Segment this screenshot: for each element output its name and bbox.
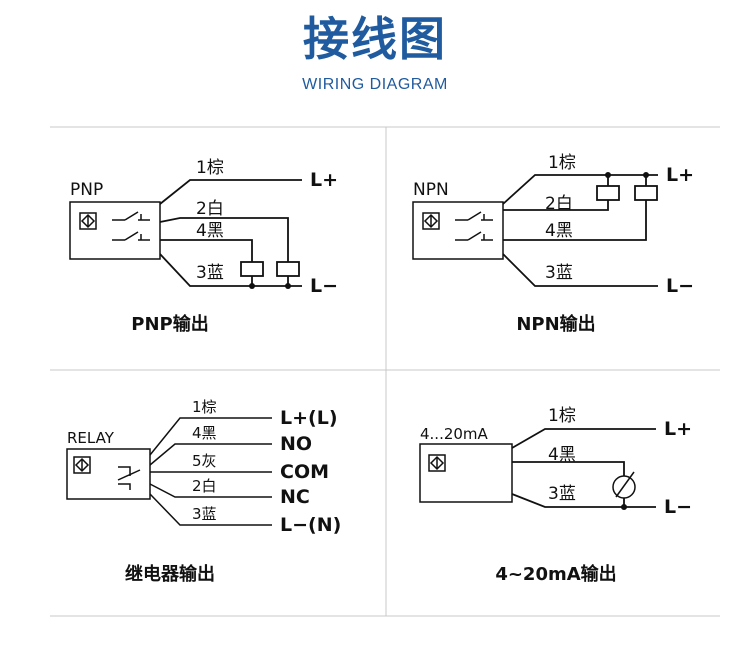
relay-terminal-com: COM [280, 461, 329, 483]
pnp-wire3-label: 3蓝 [196, 263, 224, 283]
analog-panel: 4...20mA 1棕 4黑 3蓝 L+ L− 4~20mA输出 [419, 406, 692, 585]
pnp-lplus-label: L+ [310, 169, 338, 191]
pnp-panel: PNP 1棕 2白 4黑 3蓝 L+ L− PNP输出 [69, 158, 338, 335]
pnp-wires [159, 179, 302, 287]
analog-lminus-label: L− [664, 496, 692, 518]
pnp-device-label: PNP [70, 180, 103, 200]
npn-switches [455, 211, 493, 241]
npn-wire1-label: 1棕 [548, 153, 576, 173]
panel-grid [50, 126, 720, 617]
npn-device-label: NPN [413, 180, 449, 200]
analog-wires [511, 428, 656, 508]
relay-device-label: RELAY [67, 429, 115, 447]
ammeter-icon [612, 471, 636, 499]
npn-junction-2 [643, 172, 649, 178]
npn-sensor-body [412, 201, 504, 260]
relay-wire5-label: 5灰 [192, 452, 217, 470]
npn-wire2-label: 2白 [545, 194, 573, 214]
npn-junction-1 [605, 172, 611, 178]
relay-wire1-label: 1棕 [192, 398, 217, 416]
pnp-wire4-label: 4黑 [196, 221, 224, 241]
pnp-junction-2 [285, 283, 291, 289]
npn-panel: NPN 1棕 2白 4黑 3蓝 L+ L− NPN输出 [412, 153, 694, 335]
npn-caption: NPN输出 [516, 313, 595, 335]
relay-terminal-no: NO [280, 433, 312, 455]
analog-sensor-body [419, 443, 513, 503]
relay-sensor-body [66, 448, 151, 500]
relay-wire3-label: 3蓝 [192, 505, 217, 523]
relay-terminal-lplus: L+(L) [280, 407, 338, 429]
analog-lplus-label: L+ [664, 418, 692, 440]
analog-wire3-label: 3蓝 [548, 484, 576, 504]
npn-lminus-label: L− [666, 275, 694, 297]
analog-junction [621, 504, 627, 510]
relay-panel: RELAY 1棕 4黑 5灰 2白 3蓝 L+(L) NO COM NC L−(… [66, 398, 341, 585]
relay-wire4-label: 4黑 [192, 424, 217, 442]
relay-terminal-lminus: L−(N) [280, 514, 341, 536]
pnp-sensor-body [69, 201, 161, 260]
pnp-switches [112, 211, 150, 241]
page-title: 接线图 [303, 12, 447, 66]
relay-caption: 继电器输出 [125, 563, 215, 585]
npn-lplus-label: L+ [666, 164, 694, 186]
relay-terminal-nc: NC [280, 486, 310, 508]
npn-wire4-label: 4黑 [545, 221, 573, 241]
pnp-wire2-label: 2白 [196, 199, 224, 219]
analog-caption: 4~20mA输出 [495, 563, 616, 585]
relay-wires [149, 417, 272, 526]
npn-wire3-label: 3蓝 [545, 263, 573, 283]
analog-device-label: 4...20mA [420, 425, 489, 443]
pnp-caption: PNP输出 [131, 313, 208, 335]
npn-wires [502, 174, 658, 287]
analog-wire4-label: 4黑 [548, 445, 576, 465]
pnp-junction-1 [249, 283, 255, 289]
relay-wire2-label: 2白 [192, 477, 217, 495]
pnp-wire1-label: 1棕 [196, 158, 224, 178]
page-subtitle: WIRING DIAGRAM [302, 76, 448, 93]
analog-wire1-label: 1棕 [548, 406, 576, 426]
pnp-lminus-label: L− [310, 275, 338, 297]
